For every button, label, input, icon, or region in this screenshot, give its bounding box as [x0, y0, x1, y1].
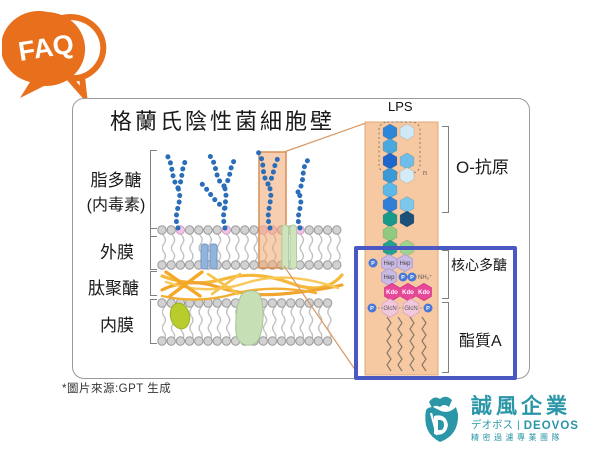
endotoxin-highlight-box	[354, 246, 517, 380]
page-title: 格蘭氏陰性菌細胞壁	[110, 109, 336, 134]
lipoprotein-blob	[169, 302, 191, 330]
porin-protein	[200, 243, 218, 270]
bracket-peptidoglycan	[150, 271, 157, 296]
company-logo: 誠風企業 デオボス | DEOVOS 精密過濾專業團隊	[417, 393, 579, 445]
svg-text:P: P	[426, 306, 430, 312]
label-outer-membrane: 外膜	[100, 243, 134, 262]
svg-text:P: P	[370, 306, 374, 312]
speech-bubble-front-icon: FAQ	[2, 10, 86, 98]
logo-company-name: 誠風企業	[471, 394, 571, 418]
faq-badge: FAQ	[2, 10, 107, 100]
logo-separator: |	[517, 419, 520, 432]
lps-title: LPS	[388, 99, 413, 114]
svg-text:NH₃⁺: NH₃⁺	[418, 274, 432, 281]
svg-text:P: P	[371, 261, 375, 267]
lps-sugar-chains	[163, 149, 311, 231]
membrane-diagram	[157, 149, 344, 346]
svg-text:Hep: Hep	[383, 275, 395, 281]
inner-membrane-protein	[235, 290, 264, 346]
label-endotoxin: (内毒素)	[86, 197, 146, 214]
bracket-core-polysaccharide	[442, 250, 449, 299]
svg-text:GlcN: GlcN	[383, 306, 396, 312]
svg-text:Kdo: Kdo	[418, 290, 430, 296]
label-inner-membrane: 内膜	[100, 316, 134, 335]
deovos-logomark-icon	[425, 396, 459, 442]
label-o-antigen: O-抗原	[456, 158, 509, 177]
outer-membrane-tails	[162, 233, 344, 262]
bracket-o-antigen	[442, 126, 449, 213]
bracket-inner-membrane	[150, 299, 157, 344]
svg-text:GlcN: GlcN	[404, 306, 417, 312]
label-lipid-a: 酯質A	[459, 333, 502, 350]
svg-text:P: P	[410, 275, 414, 281]
bracket-outer-membrane	[150, 228, 157, 270]
bracket-lipid-a	[442, 302, 449, 373]
logo-brand-name: DEOVOS	[523, 419, 579, 432]
svg-text:Hep: Hep	[383, 261, 395, 267]
logo-tagline: 精密過濾專業團隊	[471, 432, 563, 442]
svg-text:Hep: Hep	[399, 261, 411, 267]
lipid-a-acyl-chains	[386, 316, 427, 372]
logo-katakana: デオボス	[471, 419, 513, 432]
svg-text:P: P	[401, 275, 405, 281]
image-source-footnote: *圖片來源:GPT 生成	[62, 383, 172, 395]
repeat-unit-dotted-box	[378, 121, 421, 174]
svg-text:Kdo: Kdo	[402, 290, 414, 296]
svg-text:Kdo: Kdo	[386, 290, 398, 296]
label-peptidoglycan: 肽聚醣	[88, 279, 139, 298]
label-lipopolysaccharide: 脂多醣 (内毒素)	[80, 168, 152, 218]
bracket-lipopolysaccharide	[150, 150, 157, 237]
label-core-polysaccharide: 核心多醣	[451, 257, 507, 273]
repeat-subscript: n	[423, 170, 427, 177]
